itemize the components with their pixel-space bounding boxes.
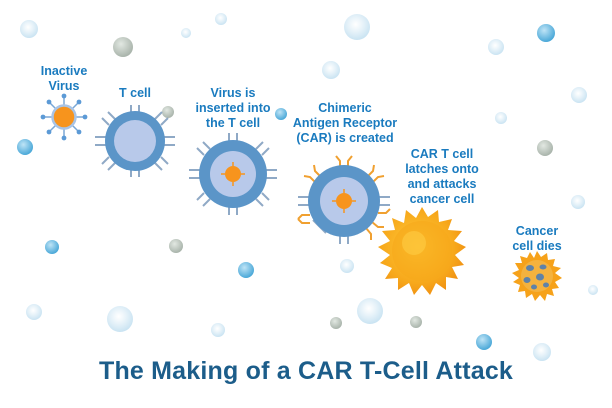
label-inactive-virus: Inactive Virus (40, 64, 88, 93)
diagram-title: The Making of a CAR T-Cell Attack (98, 357, 514, 385)
label-cancer-dies: Cancer cell dies (512, 224, 562, 253)
dying-cancer-cell-icon (512, 251, 562, 301)
label-t-cell: T cell (119, 86, 151, 100)
label-virus-inserted: Virus is inserted into the T cell (195, 86, 271, 130)
infected-t-cell-icon (189, 133, 277, 215)
label-car-created: Chimeric Antigen Receptor (CAR) is creat… (292, 101, 398, 145)
t-cell-icon (95, 105, 175, 177)
background-bubbles (17, 13, 598, 361)
car-t-cell-icon (297, 155, 391, 244)
virus-icon (40, 93, 88, 141)
cancer-cell-icon (378, 207, 466, 295)
label-car-t-latches: CAR T cell latches onto and attacks canc… (405, 147, 479, 206)
